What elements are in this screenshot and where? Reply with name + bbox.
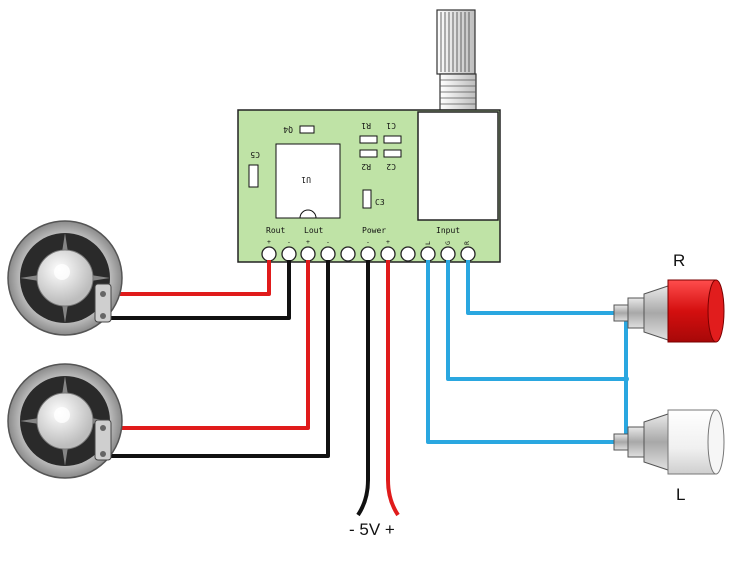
rca-plug-right	[613, 279, 725, 343]
u1-notch	[299, 209, 317, 219]
pot-body	[417, 111, 499, 221]
wires	[95, 260, 628, 517]
speaker-left	[7, 363, 123, 479]
u1-label: U1	[301, 175, 311, 184]
r1-footprint	[359, 135, 378, 144]
input-label: Input	[436, 226, 460, 235]
input-r-mark: R	[463, 241, 471, 245]
wire-input-r	[466, 260, 622, 315]
c1-footprint	[383, 135, 402, 144]
wire-power-plus	[386, 260, 400, 517]
power-plus: +	[386, 238, 390, 246]
pad-input-r	[460, 246, 476, 262]
q4-footprint	[299, 125, 315, 134]
power-minus: -	[366, 238, 370, 246]
c2-label: C2	[386, 162, 396, 171]
c3-footprint	[362, 189, 372, 209]
q4-label: Q4	[283, 125, 293, 134]
wire-rout-plus	[110, 260, 271, 296]
c1-label: C1	[386, 121, 396, 130]
pad-power-minus	[360, 246, 376, 262]
right-plug-label: R	[673, 251, 685, 270]
rout-plus: +	[267, 238, 271, 246]
lout-minus: -	[326, 238, 330, 246]
c3-label: C3	[375, 198, 385, 207]
wire-power-minus	[356, 260, 370, 517]
junction-dot	[623, 376, 629, 382]
lout-label: Lout	[304, 226, 323, 235]
pad-rout-plus	[261, 246, 277, 262]
c5-footprint	[248, 164, 259, 188]
pad-lout-plus	[300, 246, 316, 262]
u1-chip	[275, 143, 341, 219]
header-pads	[261, 246, 476, 262]
rout-label: Rout	[266, 226, 285, 235]
rca-plug-left	[613, 409, 725, 475]
r1-label: R1	[361, 121, 371, 130]
pad-power-plus	[380, 246, 396, 262]
input-l-mark: L	[424, 241, 432, 245]
wire-input-g	[446, 260, 626, 381]
wire-input-l	[426, 260, 622, 444]
c5-label: C5	[250, 150, 260, 159]
left-plug-label: L	[676, 485, 685, 504]
wire-lout-plus	[108, 260, 310, 430]
rout-minus: -	[287, 238, 291, 246]
speaker-right	[7, 220, 123, 336]
amplifier-board: Q4 C5 U1 R1 C1 R2 C2 C3 Rout Lout Power …	[237, 109, 501, 263]
pad-nc-1	[340, 246, 356, 262]
pad-input-l	[420, 246, 436, 262]
lout-plus: +	[306, 238, 310, 246]
wire-lout-minus	[95, 260, 330, 458]
input-g-mark: G	[444, 241, 452, 245]
r2-footprint	[359, 149, 378, 158]
pad-rout-minus	[281, 246, 297, 262]
pad-lout-minus	[320, 246, 336, 262]
power-label: Power	[362, 226, 386, 235]
pad-input-g	[440, 246, 456, 262]
wire-rout-minus	[95, 260, 291, 320]
potentiometer	[436, 9, 477, 111]
power-supply-label: - 5V +	[349, 520, 395, 539]
pad-nc-2	[400, 246, 416, 262]
r2-label: R2	[361, 162, 371, 171]
c2-footprint	[383, 149, 402, 158]
